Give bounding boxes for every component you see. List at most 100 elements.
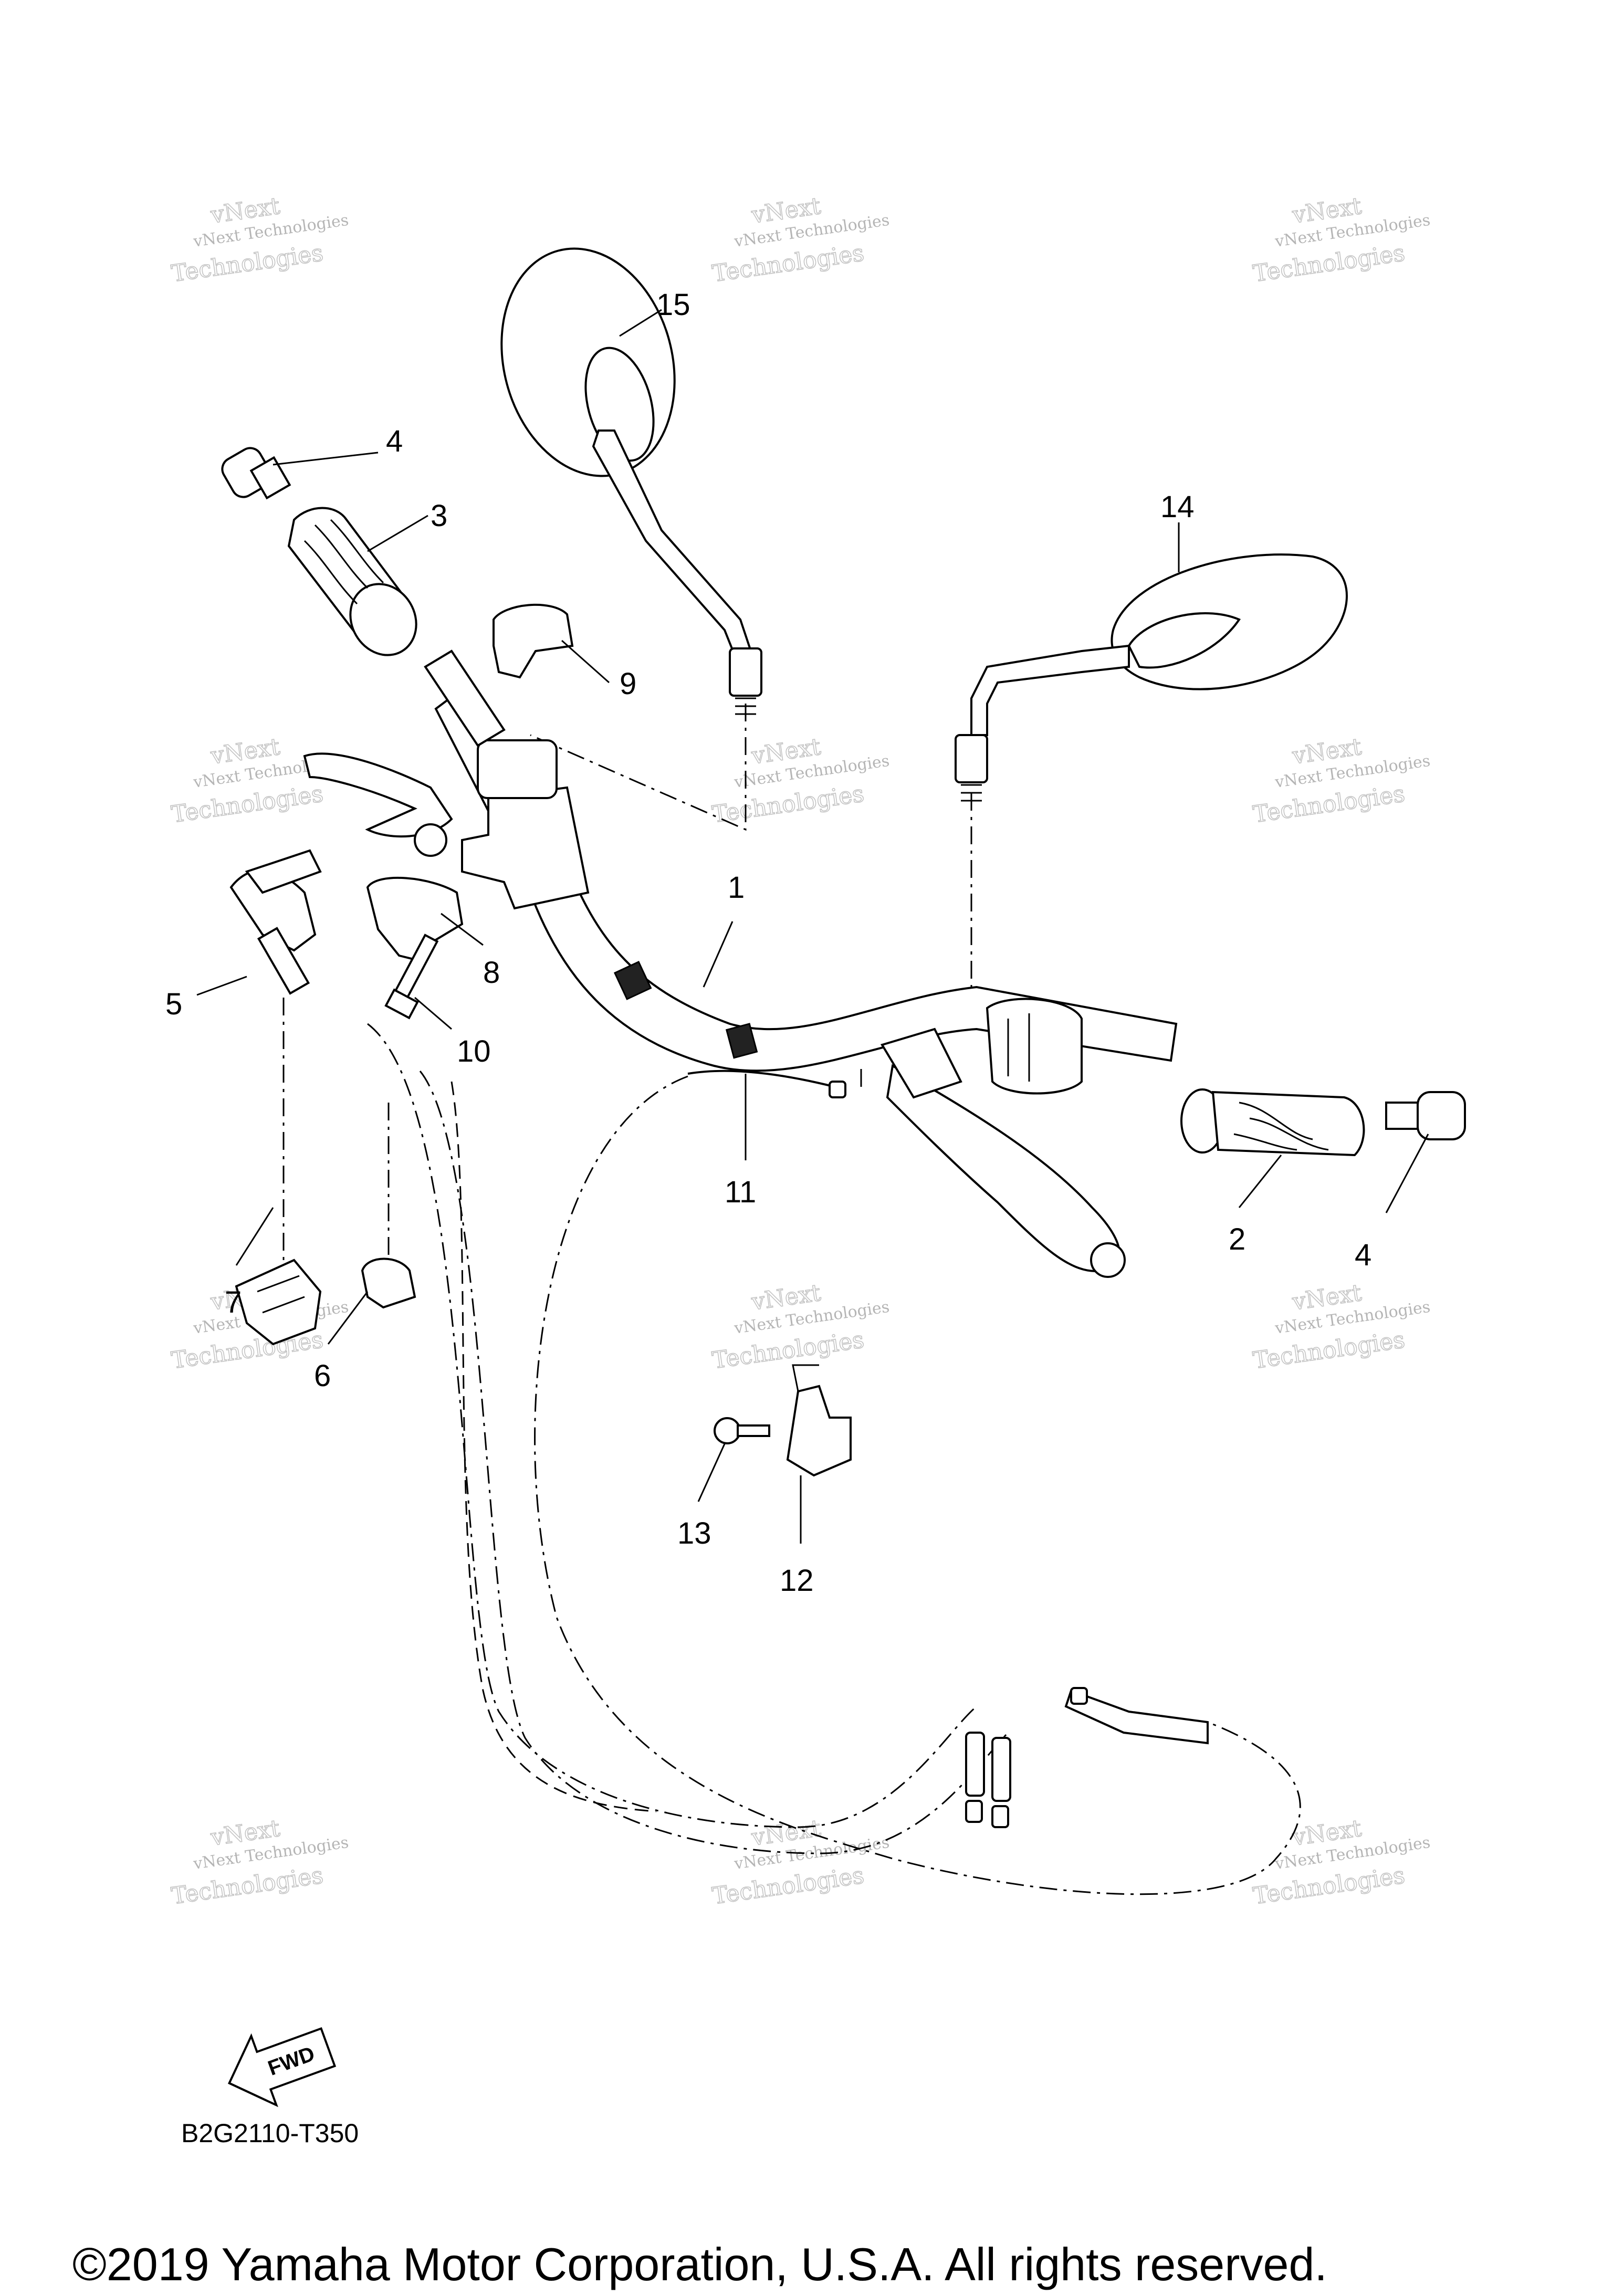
callout-7: 7 xyxy=(225,1285,242,1319)
bracket-12-hook xyxy=(792,1364,819,1392)
watermark-outline: Technologies xyxy=(170,780,324,828)
grip-2-body xyxy=(1211,1091,1365,1157)
bracket-12 xyxy=(786,1364,852,1477)
callout-9: 9 xyxy=(620,667,636,701)
watermark-outline: Technologies xyxy=(710,780,865,828)
mirror-14-thread xyxy=(961,784,982,802)
callout-15: 15 xyxy=(656,288,690,322)
left-control-assembly xyxy=(303,649,590,910)
bar-end-4-right-cap xyxy=(1417,1091,1466,1140)
leader-9 xyxy=(561,639,610,684)
front-brake-lever xyxy=(303,752,453,838)
callout-3: 3 xyxy=(431,499,447,533)
part-callouts: 1 2 3 4 4 5 6 7 8 9 10 11 12 13 14 15 xyxy=(165,288,1371,1598)
bar-end-4-right-stem xyxy=(1385,1102,1419,1130)
clutch-cable-loop xyxy=(534,1075,1301,1895)
bar-end-4-left-stem xyxy=(249,456,291,500)
brake-master-cylinder xyxy=(461,786,590,910)
housing-5-bracket xyxy=(245,849,322,894)
bolt-13-head xyxy=(714,1417,741,1444)
callout-6: 6 xyxy=(314,1359,331,1393)
clutch-perch xyxy=(880,1028,962,1099)
mirror-14-inner xyxy=(1127,612,1241,669)
watermark-br: vNext vNext Technologies Technologies xyxy=(1251,1815,1431,1910)
leader-1 xyxy=(703,921,734,988)
watermark-tc: vNext vNext Technologies Technologies xyxy=(710,192,891,288)
cable-fitting-c xyxy=(965,1800,983,1823)
master-cylinder-reservoir xyxy=(477,739,558,799)
clutch-lever-tip xyxy=(1090,1242,1126,1278)
watermark-c3: vNext vNext Technologies Technologies xyxy=(710,1279,891,1375)
watermark-outline: Technologies xyxy=(710,1326,865,1374)
bolt-10-head xyxy=(384,988,419,1020)
callout-2: 2 xyxy=(1229,1222,1245,1256)
watermark-mc: vNext vNext Technologies Technologies xyxy=(710,733,891,829)
copyright-notice: ©2019 Yamaha Motor Corporation, U.S.A. A… xyxy=(72,2238,1327,2290)
leader-6 xyxy=(327,1291,369,1345)
clamp-6 xyxy=(361,1257,416,1309)
callout-4-right: 4 xyxy=(1355,1238,1371,1272)
bracket-12-shape xyxy=(786,1385,852,1477)
watermark-outline: Technologies xyxy=(170,239,324,287)
leader-2 xyxy=(1238,1155,1282,1208)
fwd-arrow-shape xyxy=(227,2027,337,2108)
leader-4-right xyxy=(1385,1134,1429,1213)
leader-10 xyxy=(414,997,452,1030)
part-9-holder xyxy=(493,603,574,679)
leader-lines xyxy=(196,309,1429,1544)
callout-4-left: 4 xyxy=(386,424,403,458)
cable-11-end xyxy=(829,1081,846,1098)
cable-end-fittings xyxy=(965,1687,1209,1828)
watermark-outline: Technologies xyxy=(1251,780,1406,828)
cable-11-line xyxy=(687,1070,835,1088)
clamp-7 xyxy=(235,1259,322,1346)
watermark-tr: vNext vNext Technologies Technologies xyxy=(1251,192,1431,288)
callout-12: 12 xyxy=(780,1564,814,1598)
leader-3 xyxy=(367,515,428,552)
grip-3-pattern xyxy=(303,519,384,605)
grip-2-pattern xyxy=(1233,1102,1329,1151)
mirror-15 xyxy=(500,247,762,715)
watermark-r3: vNext vNext Technologies Technologies xyxy=(1251,1279,1431,1375)
clutch-lever xyxy=(886,1064,1121,1273)
clamp-7-detail xyxy=(257,1275,305,1314)
mirror-14 xyxy=(955,553,1348,802)
cable-routing xyxy=(282,704,1301,1895)
right-switch-housing xyxy=(986,998,1083,1095)
watermark-outline: Technologies xyxy=(710,1862,865,1910)
cable-fitting-b xyxy=(991,1737,1011,1802)
part-10-bolt xyxy=(384,934,439,1020)
callout-11: 11 xyxy=(725,1175,756,1209)
mirror-14-stem xyxy=(970,644,1130,736)
cable-dashed-left xyxy=(451,1081,657,1812)
cable-fitting-d xyxy=(991,1805,1009,1828)
watermark-outline: Technologies xyxy=(710,239,865,287)
left-grip-3 xyxy=(287,507,417,656)
leader-5 xyxy=(196,976,247,996)
leader-8 xyxy=(441,913,484,946)
handlebar xyxy=(434,691,1178,1072)
bolt-13 xyxy=(714,1417,770,1444)
right-control-assembly xyxy=(880,998,1126,1278)
clutch-cable-11 xyxy=(687,1070,846,1098)
watermark-tl: vNext vNext Technologies Technologies xyxy=(169,192,350,288)
leader-4-top xyxy=(273,452,379,466)
watermark-outline: Technologies xyxy=(1251,1862,1406,1910)
watermark-outline: Technologies xyxy=(170,1862,324,1910)
left-bar-end-4 xyxy=(221,447,291,500)
watermark-mr: vNext vNext Technologies Technologies xyxy=(1251,733,1431,829)
mirror-15-adapter xyxy=(729,647,762,697)
leader-7 xyxy=(235,1207,274,1266)
throttle-housing-5 xyxy=(229,849,322,995)
grip-3-flange xyxy=(349,583,417,656)
diagram-code: B2G2110-T350 xyxy=(181,2119,359,2148)
throttle-cable-b xyxy=(419,1071,1009,1854)
handlebar-grip-band-1 xyxy=(613,960,652,1000)
callout-8: 8 xyxy=(483,956,500,990)
cable-fitting-a xyxy=(965,1732,985,1797)
right-switch-detail xyxy=(1007,1013,1030,1082)
clamp-7-shape xyxy=(235,1259,322,1346)
bolt-13-shank xyxy=(737,1424,770,1437)
callout-14: 14 xyxy=(1160,490,1195,524)
